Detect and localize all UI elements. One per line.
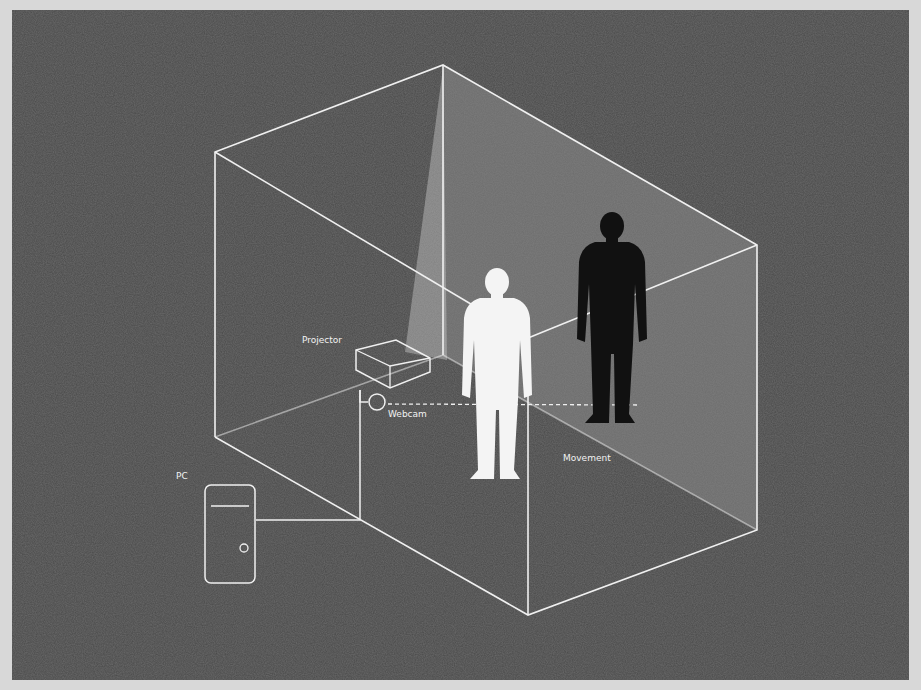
webcam-unit: Webcam [368,393,442,423]
projector-beam [405,68,447,360]
room-wireframe [215,65,757,615]
area-label: Movement [563,453,611,463]
device-outline [172,470,256,585]
dark-ground [12,10,909,680]
white-person [462,268,532,479]
device-label: Projector [302,336,342,346]
black-person [577,212,647,423]
projector-unit: Projector [298,332,432,390]
pc-tower: PC [172,470,256,585]
device-label: PC [176,472,188,482]
lit-back-wall [443,65,757,530]
cable [256,390,360,520]
device-label: Webcam [388,410,427,420]
cable [360,390,368,402]
ground-texture [12,10,909,680]
